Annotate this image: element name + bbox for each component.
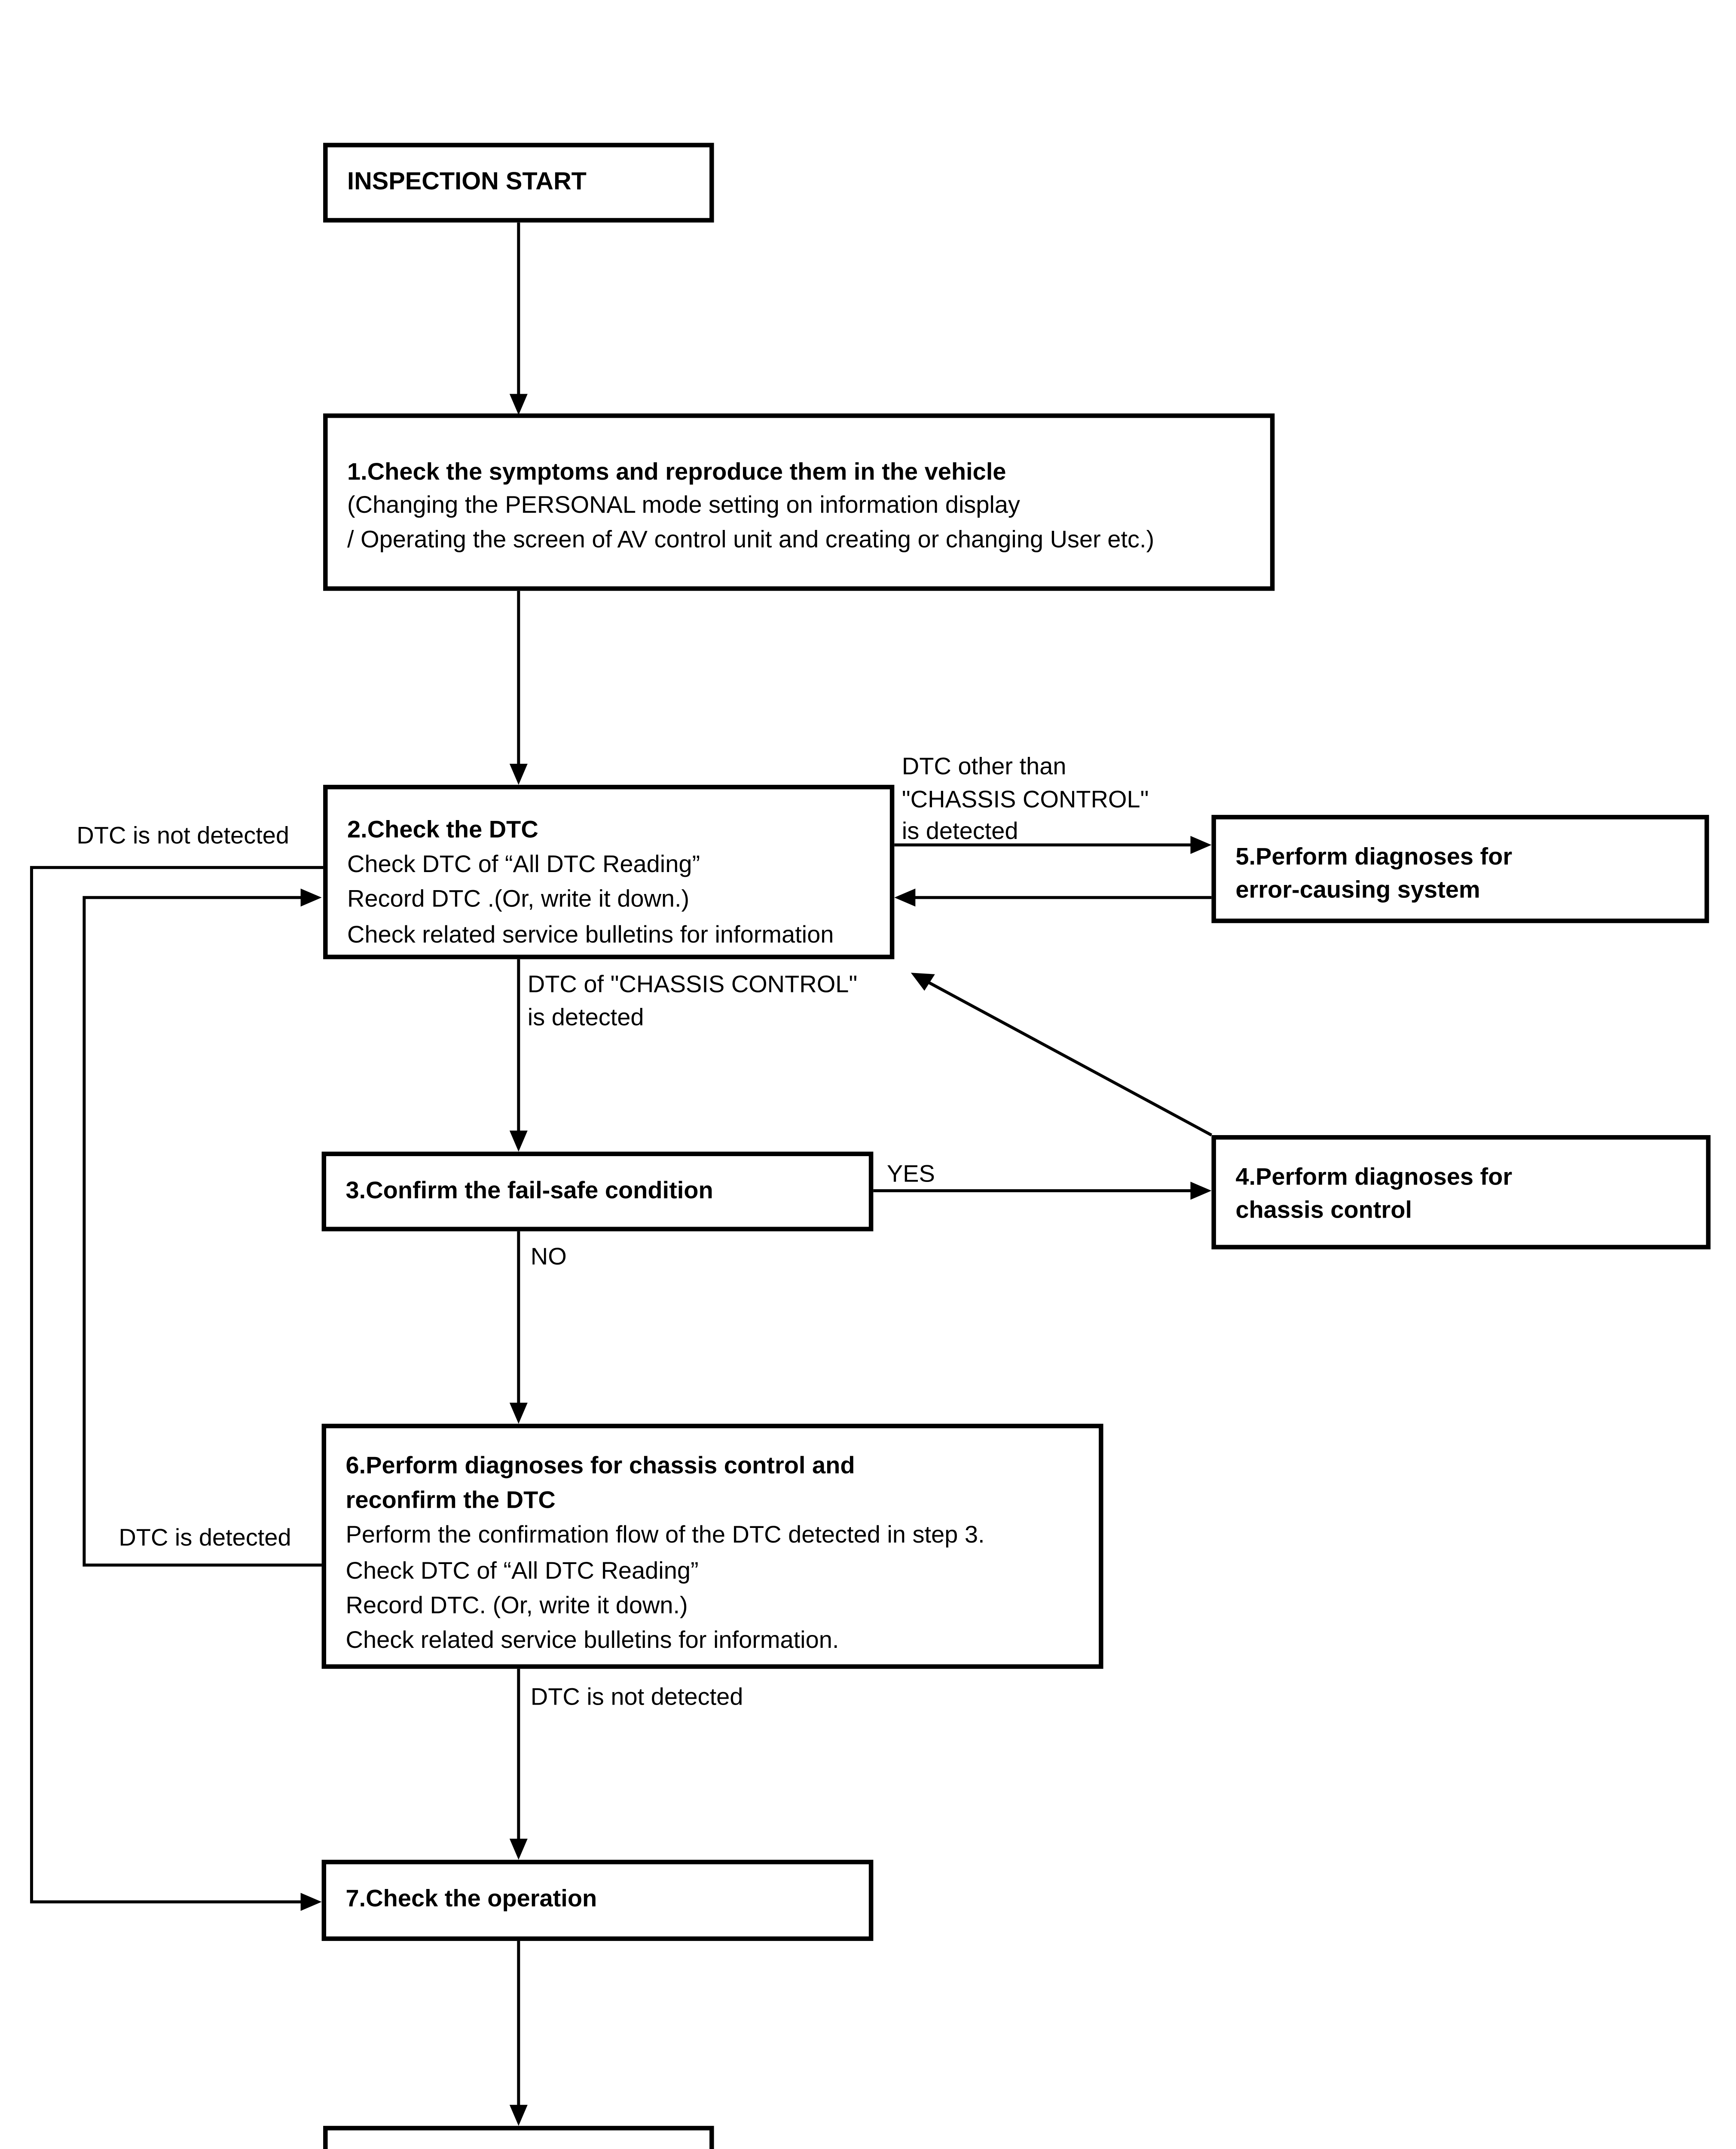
step1-title: 1.Check the symptoms and reproduce them … bbox=[347, 460, 1006, 486]
edge-step2-to-step3 bbox=[509, 959, 528, 1152]
edge-label-dtc-other-than: DTC other than "CHASSIS CONTROL" is dete… bbox=[902, 754, 1149, 845]
step5-line: 5.Perform diagnoses for bbox=[1235, 845, 1513, 871]
step7-title: 7.Check the operation bbox=[345, 1886, 597, 1913]
edge-step1-to-step2 bbox=[509, 591, 528, 785]
step6-line: Perform the confirmation flow of the DTC… bbox=[345, 1523, 985, 1549]
step1-line: / Operating the screen of AV control uni… bbox=[347, 527, 1155, 553]
edge-start-to-step1 bbox=[509, 222, 528, 415]
step6-title: 6.Perform diagnoses for chassis control … bbox=[345, 1454, 855, 1480]
edge-step7-to-end bbox=[509, 1941, 528, 2126]
step5-line: error-causing system bbox=[1235, 878, 1480, 904]
node-step5-error-causing-system: 5.Perform diagnoses for error-causing sy… bbox=[1211, 814, 1709, 923]
step4-line: chassis control bbox=[1235, 1198, 1412, 1224]
edge-label-dtc-of-chassis-control: DTC of "CHASSIS CONTROL" is detected bbox=[527, 973, 858, 1032]
edge-step4-to-step2-diagonal bbox=[911, 973, 1213, 1137]
step2-title: 2.Check the DTC bbox=[347, 817, 538, 844]
node-step1-check-symptoms: 1.Check the symptoms and reproduce them … bbox=[323, 413, 1275, 591]
node-step2-check-dtc: 2.Check the DTC Check DTC of “All DTC Re… bbox=[323, 784, 895, 959]
node-step3-confirm-fail-safe: 3.Confirm the fail-safe condition bbox=[321, 1151, 874, 1231]
step2-line: Check related service bulletins for info… bbox=[347, 922, 834, 948]
node-inspection-start: INSPECTION START bbox=[323, 143, 714, 223]
step6-line: Check related service bulletins for info… bbox=[345, 1628, 839, 1654]
edge-label-dtc-not-detected-left: DTC is not detected bbox=[76, 823, 290, 850]
step6-line: Check DTC of “All DTC Reading” bbox=[345, 1558, 699, 1584]
inspection-start-label: INSPECTION START bbox=[347, 168, 587, 196]
step3-title: 3.Confirm the fail-safe condition bbox=[345, 1178, 713, 1204]
step1-line: (Changing the PERSONAL mode setting on i… bbox=[347, 493, 1020, 519]
edge-label-dtc-is-detected: DTC is detected bbox=[119, 1526, 291, 1552]
node-inspection-end: INSPECTION END bbox=[323, 2126, 714, 2149]
edge-step6-to-step7 bbox=[509, 1668, 528, 1860]
edge-step5-to-step2 bbox=[894, 888, 1212, 907]
step6-title: reconfirm the DTC bbox=[345, 1488, 556, 1515]
edge-label-no: NO bbox=[530, 1245, 567, 1270]
step2-line: Check DTC of “All DTC Reading” bbox=[347, 853, 700, 879]
edge-step3-to-step4-yes bbox=[873, 1182, 1212, 1200]
step6-line: Record DTC. (Or, write it down.) bbox=[345, 1593, 688, 1619]
step2-line: Record DTC .(Or, write it down.) bbox=[347, 888, 690, 913]
edge-step3-to-step6-no bbox=[509, 1231, 528, 1424]
edge-label-yes: YES bbox=[886, 1162, 935, 1188]
node-step4-diagnoses-chassis-control: 4.Perform diagnoses for chassis control bbox=[1211, 1135, 1711, 1249]
step4-line: 4.Perform diagnoses for bbox=[1235, 1165, 1513, 1191]
edge-step6-to-step2-loop bbox=[83, 888, 322, 1567]
edge-label-dtc-not-detected-bottom: DTC is not detected bbox=[530, 1685, 743, 1711]
node-step6-reconfirm-dtc: 6.Perform diagnoses for chassis control … bbox=[321, 1423, 1103, 1669]
edge-step2-to-step7-loop bbox=[30, 866, 324, 1911]
node-step7-check-operation: 7.Check the operation bbox=[321, 1860, 874, 1941]
edge-step2-to-step5 bbox=[894, 836, 1212, 854]
